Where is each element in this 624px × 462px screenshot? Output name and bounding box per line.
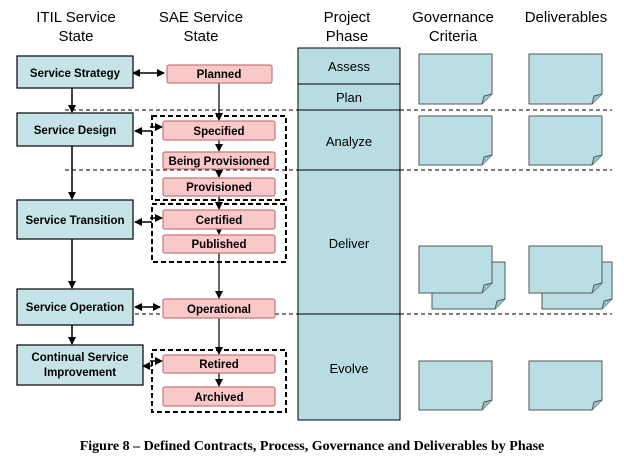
sae-provisioned: Provisioned (186, 182, 252, 194)
sae-operational: Operational (187, 304, 251, 316)
governance-documents (418, 53, 506, 411)
header-phase-line1: Project (324, 9, 372, 26)
itil-continual-service-line1: Continual Service (31, 352, 128, 364)
phase-analyze: Analyze (326, 134, 372, 149)
sae-being-provisioned: Being Provisioned (169, 156, 270, 168)
project-phase-column (297, 47, 401, 421)
governance-document-icon (418, 360, 493, 411)
sae-state-boxes (162, 64, 276, 407)
header-deliverables: Deliverables (525, 9, 608, 26)
governance-document-icon (418, 115, 493, 166)
itil-state-boxes (16, 55, 144, 386)
header-itil-line2: State (58, 28, 93, 45)
header-sae-line2: State (183, 28, 218, 45)
itil-continual-service-line2: Improvement (44, 367, 116, 379)
sae-planned: Planned (197, 69, 242, 81)
phase-plan: Plan (336, 90, 362, 105)
phase-deliver: Deliver (329, 236, 370, 251)
deliverable-document-stack-icon (528, 245, 613, 310)
header-sae-line1: SAE Service (159, 9, 243, 26)
itil-service-design: Service Design (34, 125, 116, 137)
sae-published: Published (192, 239, 247, 251)
itil-service-operation: Service Operation (26, 302, 124, 314)
sae-certified: Certified (196, 215, 243, 227)
deliverable-document-icon (528, 115, 603, 166)
header-governance-line1: Governance (412, 9, 494, 26)
deliverable-document-icon (528, 360, 603, 411)
phase-evolve: Evolve (329, 361, 368, 376)
figure-caption: Figure 8 – Defined Contracts, Process, G… (80, 439, 545, 454)
itil-service-strategy: Service Strategy (30, 68, 121, 80)
header-governance-line2: Criteria (429, 28, 478, 45)
header-phase-line2: Phase (326, 28, 369, 45)
sae-specified: Specified (193, 126, 244, 138)
header-itil-line1: ITIL Service (36, 9, 115, 26)
phase-assess: Assess (328, 59, 370, 74)
deliverables-documents (528, 53, 613, 411)
itil-service-transition: Service Transition (25, 215, 124, 227)
sae-retired: Retired (199, 359, 239, 371)
governance-document-stack-icon (418, 245, 506, 310)
itil-sae-connectors (132, 69, 165, 370)
governance-document-icon (418, 53, 493, 105)
deliverable-document-icon (528, 53, 603, 105)
sae-archived: Archived (194, 392, 243, 404)
